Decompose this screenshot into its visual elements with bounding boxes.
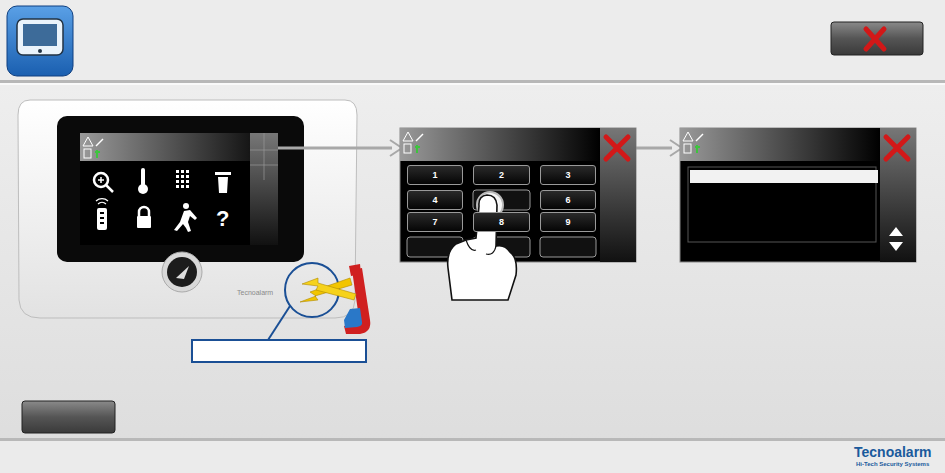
keypad-key: 9 bbox=[540, 212, 596, 232]
logo-tagline: Hi-Tech Security Systems bbox=[856, 461, 929, 467]
keypad-key: 2 bbox=[473, 165, 530, 185]
logo-text: Tecnoalarm bbox=[854, 445, 932, 459]
keypad-key: 3 bbox=[540, 165, 596, 185]
keypad-key: 7 bbox=[407, 212, 463, 232]
key-number: 7 bbox=[432, 218, 437, 227]
key-number: 3 bbox=[565, 171, 570, 180]
help-icon: ? bbox=[216, 208, 229, 230]
keypad-key: 8 bbox=[473, 212, 530, 232]
key-number: 4 bbox=[432, 196, 437, 205]
keypad-key: 1 bbox=[407, 165, 463, 185]
keypad-key: 4 bbox=[407, 190, 463, 210]
key-number: 2 bbox=[499, 171, 504, 180]
keypad-key: 6 bbox=[540, 190, 596, 210]
key-number: 9 bbox=[565, 218, 570, 227]
key-number: 6 bbox=[565, 196, 570, 205]
device-brand: Tecnoalarm bbox=[237, 289, 273, 296]
key-number: 8 bbox=[499, 218, 504, 227]
key-number: 1 bbox=[432, 171, 437, 180]
